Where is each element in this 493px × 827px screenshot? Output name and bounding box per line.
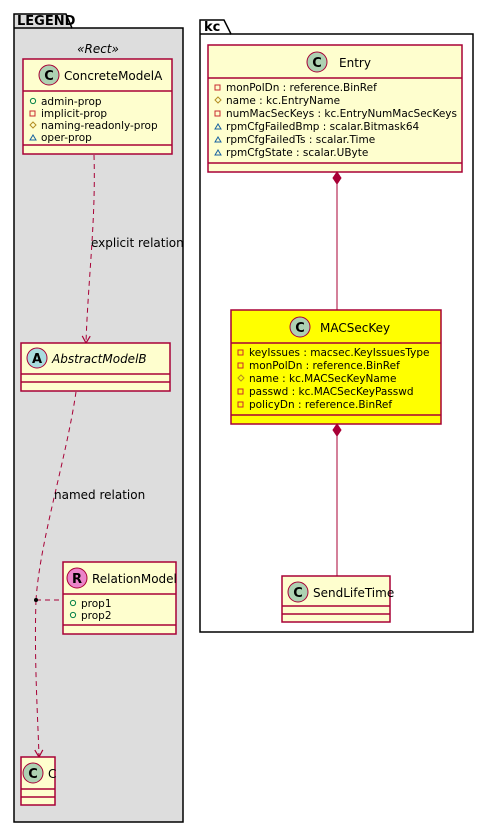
svg-text:monPolDn : reference.BinRef: monPolDn : reference.BinRef (249, 360, 400, 372)
class-c-icon (289, 316, 311, 338)
svg-text:C: C (312, 56, 322, 71)
svg-text:C: C (28, 767, 38, 782)
legend-title: LEGEND (17, 14, 76, 29)
protected-icon (29, 121, 37, 129)
protected-icon (237, 374, 245, 382)
class-concrete-model-a[interactable]: C ConcreteModelA admin-prop implicit-pro… (22, 58, 173, 155)
svg-text:rpmCfgState : scalar.UByte: rpmCfgState : scalar.UByte (226, 147, 368, 159)
macseckey-attr-3: passwd : kc.MACSecKeyPasswd (237, 386, 414, 398)
class-relation-model[interactable]: R RelationModel prop1 prop2 (62, 561, 177, 635)
svg-text:A: A (32, 352, 42, 367)
relation-model-attr-1: prop2 (69, 610, 112, 622)
svg-text:admin-prop: admin-prop (41, 96, 102, 108)
svg-text:numMacSecKeys : kc.EntryNumMac: numMacSecKeys : kc.EntryNumMacSecKeys (226, 108, 457, 120)
relation-r-icon (66, 567, 88, 589)
concrete-model-attr-1: implicit-prop (29, 108, 107, 120)
class-abstract-model-b[interactable]: A AbstractModelB (20, 342, 171, 392)
class-name-abstract-model-b: AbstractModelB (51, 352, 147, 366)
macseckey-attr-1: monPolDn : reference.BinRef (237, 360, 400, 372)
svg-text:prop1: prop1 (81, 598, 112, 610)
svg-text:C: C (293, 586, 303, 601)
composition-entry-macseckey (332, 171, 342, 310)
class-name-c: C (48, 767, 56, 781)
private-icon (237, 401, 244, 408)
named-relation-edge-upper (35, 391, 77, 601)
macseckey-attr-4: policyDn : reference.BinRef (237, 399, 392, 411)
svg-text:policyDn : reference.BinRef: policyDn : reference.BinRef (249, 399, 392, 411)
private-icon (237, 362, 244, 369)
abstract-a-icon (26, 347, 48, 369)
svg-text:R: R (72, 572, 82, 587)
public-icon (29, 97, 37, 105)
explicit-relation-edge (81, 154, 95, 345)
private-icon (29, 110, 36, 117)
class-name-sendlifetime: SendLifeTime (313, 586, 394, 600)
package-icon (214, 123, 222, 130)
class-entry[interactable]: C Entry monPolDn : reference.BinRef name… (207, 44, 463, 173)
entry-attr-0: monPolDn : reference.BinRef (214, 82, 377, 94)
protected-icon (214, 96, 222, 104)
composition-macseckey-sendlifetime (332, 423, 342, 576)
kc-title: kc (204, 20, 220, 35)
relation-model-attr-0: prop1 (69, 598, 112, 610)
junction-dot (34, 598, 38, 602)
svg-text:prop2: prop2 (81, 610, 112, 622)
class-sendlifetime[interactable]: C SendLifeTime (281, 575, 394, 623)
concrete-model-attr-3: oper-prop (29, 132, 92, 144)
named-relation-edge-lower (34, 599, 44, 759)
class-name-concrete-model-a: ConcreteModelA (64, 69, 163, 83)
concrete-model-attr-2: naming-readonly-prop (29, 120, 158, 132)
legend-stereotype: «Rect» (77, 42, 119, 56)
class-c-icon (22, 762, 44, 784)
private-icon (214, 84, 221, 91)
public-icon (69, 599, 77, 607)
public-icon (69, 611, 77, 619)
named-relation-label: named relation (54, 488, 145, 502)
class-c-icon (287, 581, 309, 603)
class-c[interactable]: C C (20, 756, 56, 806)
svg-text:C: C (44, 69, 54, 84)
entry-attr-1: name : kc.EntryName (214, 95, 340, 107)
package-icon (214, 136, 222, 143)
svg-text:monPolDn : reference.BinRef: monPolDn : reference.BinRef (226, 82, 377, 94)
entry-attr-3: rpmCfgFailedBmp : scalar.Bitmask64 (214, 121, 420, 133)
package-icon (214, 149, 222, 156)
svg-text:name : kc.EntryName: name : kc.EntryName (226, 95, 340, 107)
entry-attr-4: rpmCfgFailedTs : scalar.Time (214, 134, 375, 146)
class-name-macseckey: MACSecKey (320, 321, 390, 335)
class-macseckey[interactable]: C MACSecKey keyIssues : macsec.KeyIssues… (230, 309, 442, 425)
private-icon (214, 110, 221, 117)
class-c-icon (306, 51, 328, 73)
svg-text:implicit-prop: implicit-prop (41, 108, 107, 120)
explicit-relation-label: explicit relation (91, 236, 184, 250)
entry-attr-2: numMacSecKeys : kc.EntryNumMacSecKeys (214, 108, 457, 120)
macseckey-attr-2: name : kc.MACSecKeyName (237, 373, 396, 385)
macseckey-attr-0: keyIssues : macsec.KeyIssuesType (237, 347, 429, 359)
class-c-icon (38, 64, 60, 86)
svg-text:C: C (295, 321, 305, 336)
concrete-model-attr-0: admin-prop (29, 96, 102, 108)
svg-text:passwd : kc.MACSecKeyPasswd: passwd : kc.MACSecKeyPasswd (249, 386, 414, 398)
class-name-relation-model: RelationModel (92, 572, 177, 586)
entry-attr-5: rpmCfgState : scalar.UByte (214, 147, 368, 159)
class-name-entry: Entry (339, 56, 371, 70)
svg-text:oper-prop: oper-prop (41, 132, 92, 144)
private-icon (237, 388, 244, 395)
package-icon (29, 134, 37, 141)
private-icon (237, 349, 244, 356)
svg-text:name : kc.MACSecKeyName: name : kc.MACSecKeyName (249, 373, 396, 385)
svg-text:naming-readonly-prop: naming-readonly-prop (41, 120, 158, 132)
svg-text:keyIssues : macsec.KeyIssuesTy: keyIssues : macsec.KeyIssuesType (249, 347, 429, 359)
svg-text:rpmCfgFailedTs : scalar.Time: rpmCfgFailedTs : scalar.Time (226, 134, 375, 146)
svg-text:rpmCfgFailedBmp : scalar.Bitma: rpmCfgFailedBmp : scalar.Bitmask64 (226, 121, 420, 133)
